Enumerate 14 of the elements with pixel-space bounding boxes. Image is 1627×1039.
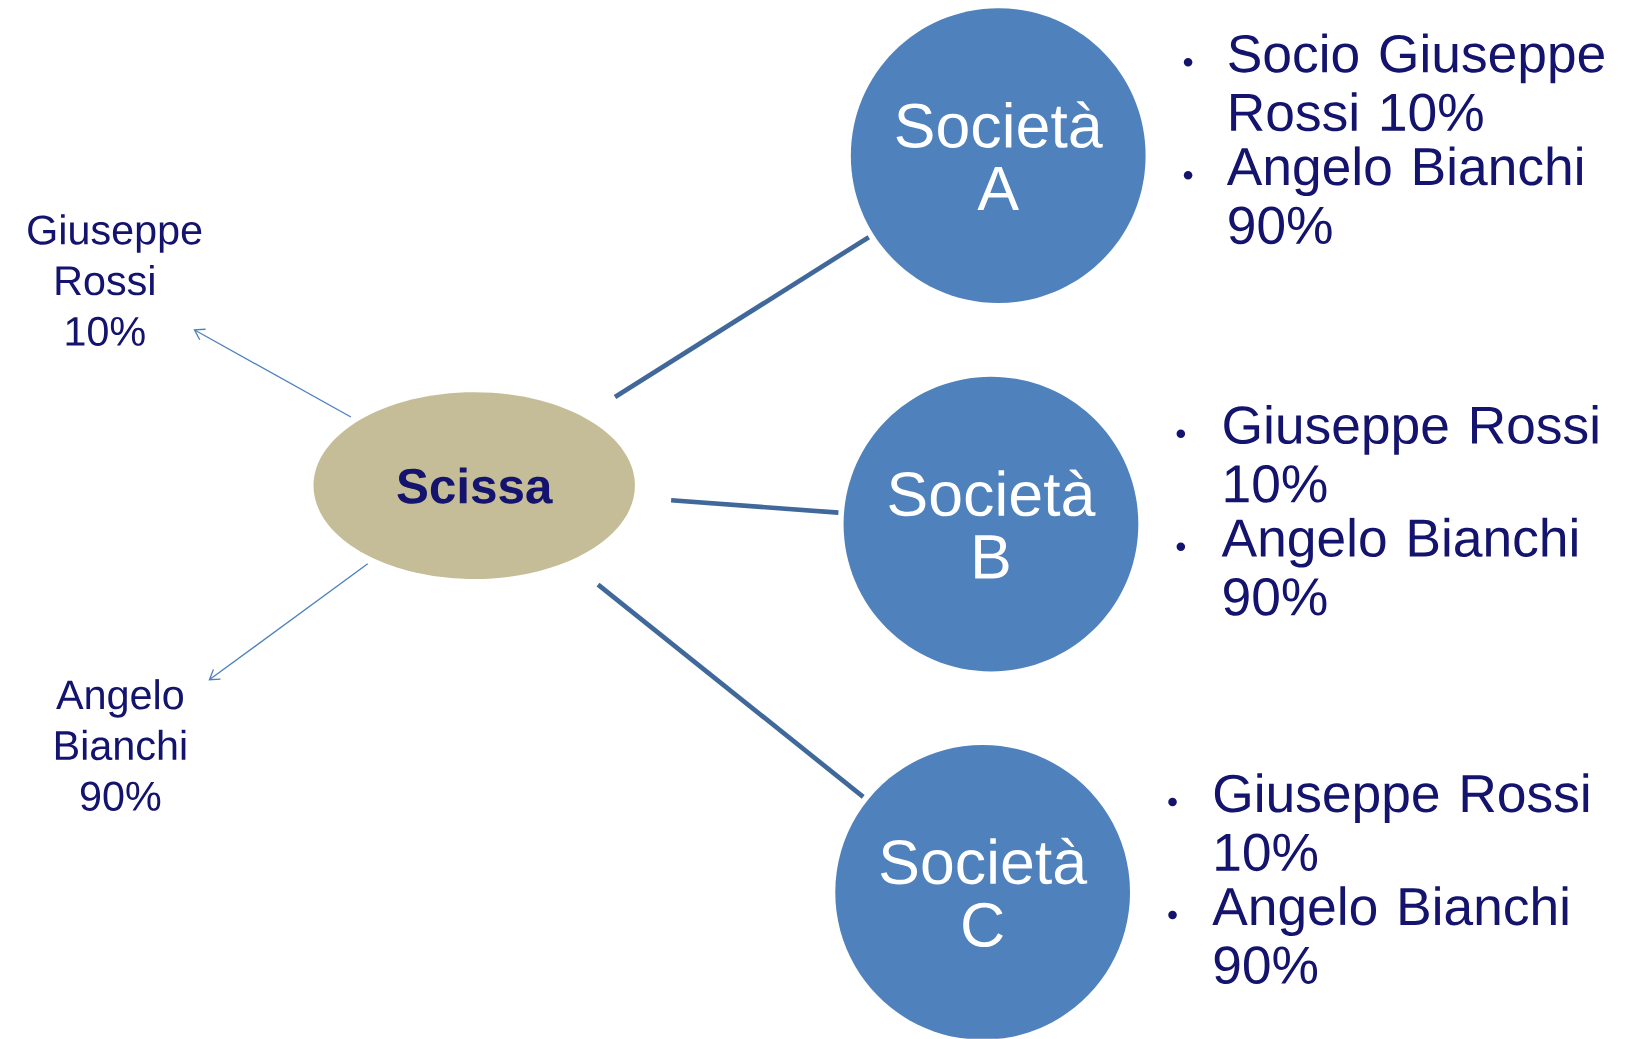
shareholder-label: Angelo Bianchi 90%	[55, 679, 186, 812]
ellipse-node: Scissa	[313, 392, 635, 580]
bullet-item: Giuseppe Rossi 10%	[1168, 773, 1589, 872]
bullet-item: Giuseppe Rossi 10%	[1176, 405, 1598, 503]
bullet-item: Angelo Bianchi 90%	[1176, 518, 1577, 616]
connector-line	[596, 583, 865, 799]
bullet-item: Angelo Bianchi 90%	[1168, 886, 1568, 985]
connector-line	[613, 235, 870, 400]
connector-line	[670, 498, 839, 516]
shareholder-label: Giuseppe Rossi 10%	[28, 214, 202, 347]
bullet-item: Socio Giuseppe Rossi 10%	[1183, 33, 1604, 132]
arrow	[193, 328, 352, 418]
bullet-item: Angelo Bianchi 90%	[1183, 146, 1582, 245]
arrow	[208, 563, 369, 681]
